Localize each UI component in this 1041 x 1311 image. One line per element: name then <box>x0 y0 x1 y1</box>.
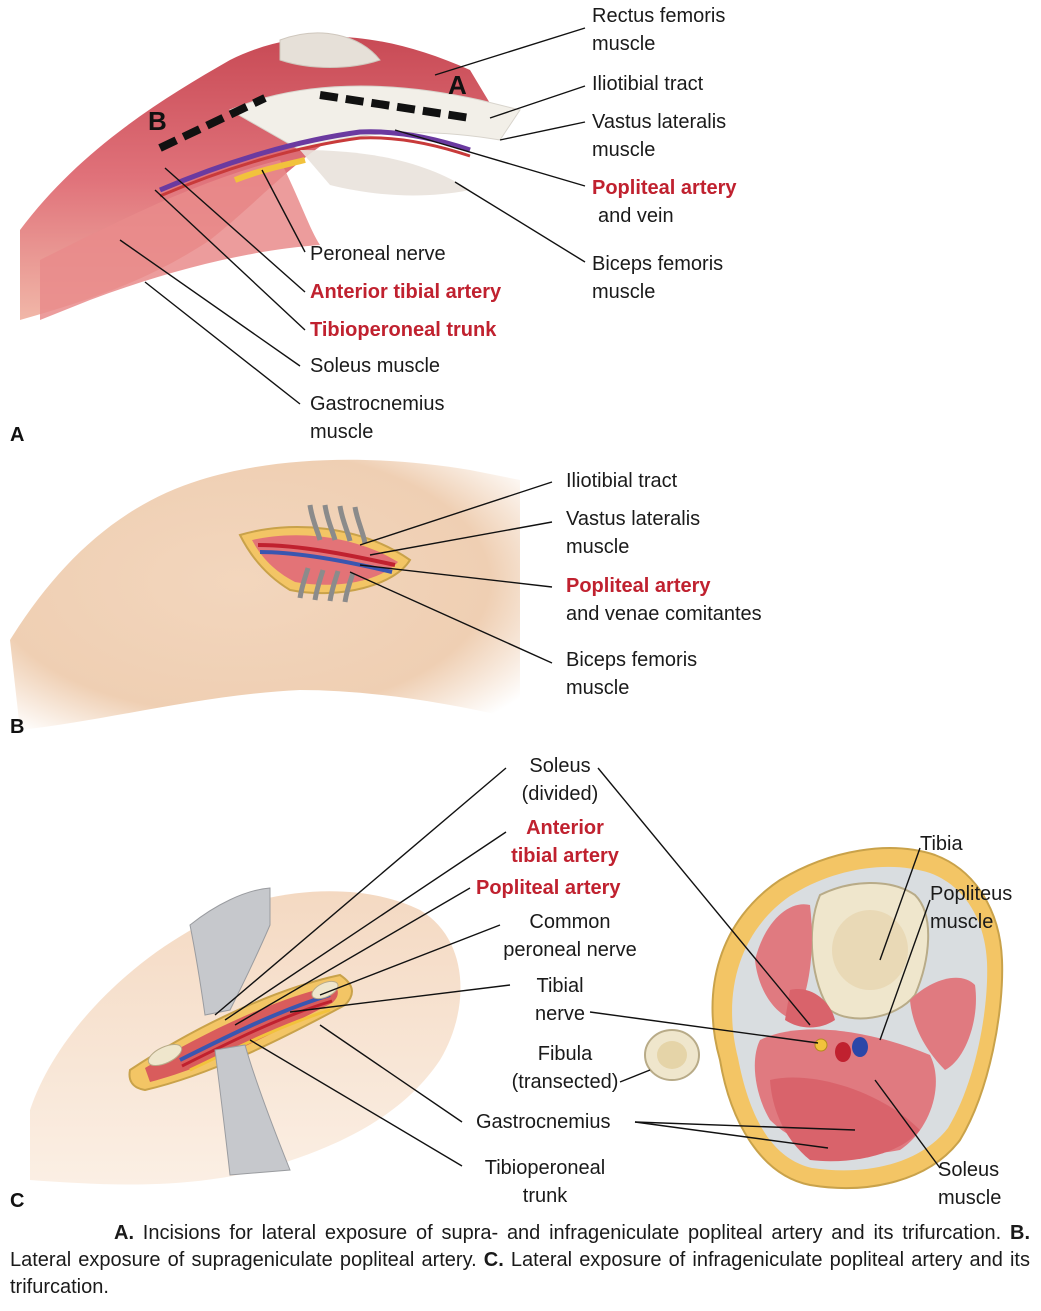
caption-c-label: C. <box>483 1249 504 1271</box>
retractor-top <box>307 504 368 544</box>
panel-b-drawing <box>10 459 553 730</box>
calf-muscle-mass <box>40 160 320 320</box>
venae-comitantes-b <box>259 550 393 574</box>
panel-letter-c: C <box>10 1190 25 1212</box>
incision-b-line <box>158 94 267 152</box>
label-tibioperoneal-trunk-a: Tibioperoneal trunk <box>310 319 497 341</box>
label-anterior-tibial-artery-a: Anterior tibial artery <box>310 281 502 303</box>
label-popliteal-artery-c: Popliteal artery <box>476 877 621 899</box>
bone-end-left <box>147 1043 183 1067</box>
label-popliteal-artery-b: Popliteal artery and venae comitantes <box>566 575 762 625</box>
popliteal-artery-dot <box>835 1042 851 1062</box>
label-gastrocnemius-c: Gastrocnemius <box>476 1111 611 1133</box>
caption-b-text: Lateral exposure of suprageniculate popl… <box>10 1249 484 1271</box>
panel-letter-a: A <box>10 424 25 446</box>
label-tibia: Tibia <box>920 833 963 855</box>
iliotibial-tract-band <box>228 85 521 151</box>
deep-muscle-section <box>785 989 835 1028</box>
caption-c-text: Lateral exposure of infrageniculate popl… <box>10 1249 1030 1298</box>
label-fibula: Fibula(transected) <box>511 1043 619 1093</box>
caption-a-label: A. <box>114 1222 134 1244</box>
incision-a-marker: A <box>448 70 467 100</box>
vessels-c <box>179 993 331 1062</box>
incision-b-marker: B <box>148 106 167 136</box>
label-soleus-divided: Soleus(divided) <box>521 755 599 805</box>
label-iliotibial-tract-b: Iliotibial tract <box>566 470 678 492</box>
gastrocnemius-section <box>770 1077 920 1162</box>
panel-c-cross-section <box>589 767 1004 1189</box>
retractor-c-top <box>189 887 271 1016</box>
tibial-nerve-dot <box>814 1038 828 1052</box>
label-iliotibial-tract-a: Iliotibial tract <box>592 73 704 95</box>
retractor-bottom <box>297 567 356 603</box>
leg-skin <box>10 459 520 730</box>
caption-b-label: B. <box>1010 1222 1030 1244</box>
tibia-marrow <box>832 910 908 990</box>
kneecap-region <box>279 32 381 68</box>
label-soleus-muscle-a: Soleus muscle <box>310 355 441 377</box>
popliteal-vessels <box>159 129 471 193</box>
popliteus-section <box>910 977 976 1070</box>
popliteal-artery-b <box>257 543 396 567</box>
peroneal-nerve-strand <box>233 157 306 183</box>
bone-end-right <box>311 980 339 1000</box>
label-peroneal-nerve-a: Peroneal nerve <box>310 243 446 265</box>
panel-a-drawing <box>20 27 586 405</box>
popliteal-vein-dot <box>852 1037 868 1057</box>
caption-a-text: Incisions for lateral exposure of supra-… <box>134 1222 1010 1244</box>
retractor-c-bottom <box>214 1044 291 1176</box>
biceps-femoris-shape <box>300 150 470 196</box>
panel-c-leg-drawing <box>30 767 511 1185</box>
label-popliteal-artery-a: Popliteal artery and vein <box>592 177 737 227</box>
figure-caption: A. Incisions for lateral exposure of sup… <box>10 1220 1030 1301</box>
panel-letter-b: B <box>10 716 25 738</box>
